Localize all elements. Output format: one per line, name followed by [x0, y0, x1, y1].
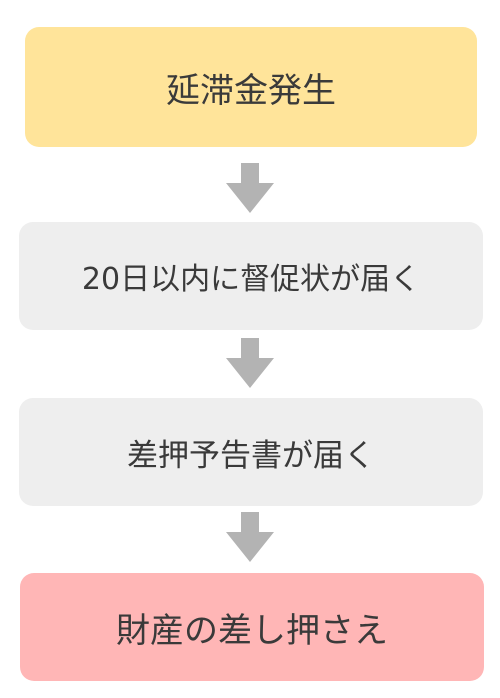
arrow-down-icon: [226, 512, 274, 562]
step-reminder-notice: 20日以内に督促状が届く: [19, 222, 483, 330]
step-late-fee: 延滞金発生: [25, 27, 477, 147]
arrow-down-icon: [226, 163, 274, 213]
step-label: 財産の差し押さえ: [116, 610, 388, 651]
step-label: 差押予告書が届く: [127, 437, 375, 474]
arrow-down-icon: [226, 338, 274, 388]
step-seizure-warning: 差押予告書が届く: [19, 398, 483, 506]
step-label: 延滞金発生: [166, 70, 336, 111]
step-asset-seizure: 財産の差し押さえ: [20, 573, 484, 681]
step-label: 20日以内に督促状が届く: [81, 262, 421, 297]
